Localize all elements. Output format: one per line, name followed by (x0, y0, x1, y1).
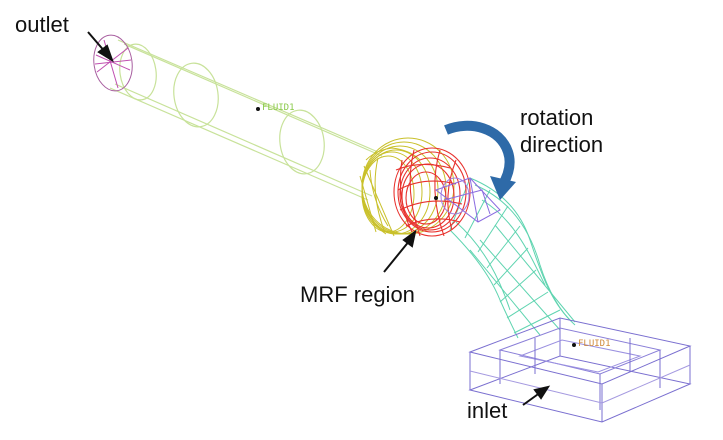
outlet-pipe (109, 39, 383, 201)
impeller (434, 177, 501, 223)
outlet-label: outlet (15, 12, 69, 37)
outlet-arrow-icon (87, 31, 114, 63)
fluid-markers (256, 107, 576, 347)
mrf-region-label: MRF region (300, 282, 415, 307)
mrf-arrow-icon (383, 229, 417, 273)
pointer-arrows (87, 31, 551, 406)
curved-arrow-icon (444, 120, 516, 200)
fluid-tag-lower: FLUID1 (578, 339, 611, 349)
inlet-label: inlet (467, 398, 508, 423)
rotation-label-line1: rotation (520, 105, 594, 130)
fluid-tag-upper: FLUID1 (262, 103, 295, 113)
rotation-label-line2: direction (520, 132, 604, 157)
inlet-box (468, 317, 692, 423)
inlet-arrow-icon (522, 385, 551, 406)
mrf-rim (359, 137, 455, 237)
mrf-blades (393, 147, 471, 237)
